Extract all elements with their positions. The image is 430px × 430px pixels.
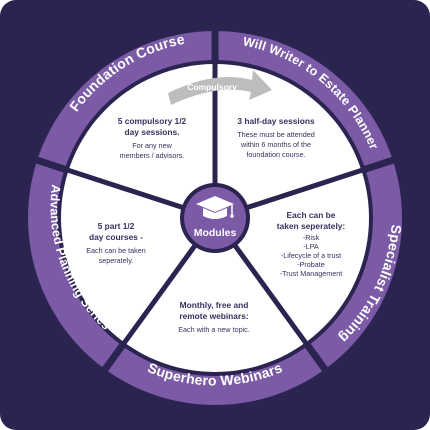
segment-text: -Trust Management <box>280 269 342 278</box>
segment-specialist: Each can be taken seperately: -Risk -LPA… <box>277 210 345 278</box>
segment-text: members / advisors. <box>120 151 185 160</box>
arrow-label: Compulsory <box>187 82 237 92</box>
graduation-cap-icon <box>196 196 234 219</box>
segment-text: taken seperately: <box>277 221 345 231</box>
segment-text: Each with a new topic. <box>178 325 250 334</box>
segment-text: -Probate <box>297 260 325 269</box>
segment-webinars: Monthly, free and remote webinars: Each … <box>178 300 250 334</box>
curved-arrow-icon <box>168 70 272 105</box>
segment-advanced: 5 part 1/2 day courses - Each can be tak… <box>86 221 146 265</box>
segment-text: 5 compulsory 1/2 <box>118 116 187 126</box>
segment-text: 3 half-day sessions <box>237 116 315 126</box>
segment-will-writer: 3 half-day sessions These must be attend… <box>237 116 315 159</box>
compulsory-arrow: Compulsory <box>168 70 272 105</box>
hub-label: Modules <box>194 227 237 239</box>
segment-text: within 6 months of the <box>240 140 311 149</box>
segment-text: -Risk <box>303 233 320 242</box>
segment-text: 5 part 1/2 <box>98 221 135 231</box>
segment-text: -LPA <box>303 242 319 251</box>
segment-text: day courses - <box>89 232 143 242</box>
modules-hub: Modules <box>180 183 250 253</box>
segment-text: These must be attended <box>237 130 315 139</box>
segment-text: seperately. <box>99 256 134 265</box>
segment-text: Each can be taken <box>86 246 146 255</box>
segment-text: For any new <box>132 141 172 150</box>
segment-text: foundation course. <box>246 150 305 159</box>
segment-text: Monthly, free and <box>180 300 249 310</box>
segment-text: Each can be <box>287 210 336 220</box>
segment-foundation: 5 compulsory 1/2 day sessions. For any n… <box>118 116 187 160</box>
segment-text: day sessions. <box>125 127 180 137</box>
segment-text: remote webinars: <box>179 311 248 321</box>
segment-text: -Lifecycle of a trust <box>281 251 341 260</box>
